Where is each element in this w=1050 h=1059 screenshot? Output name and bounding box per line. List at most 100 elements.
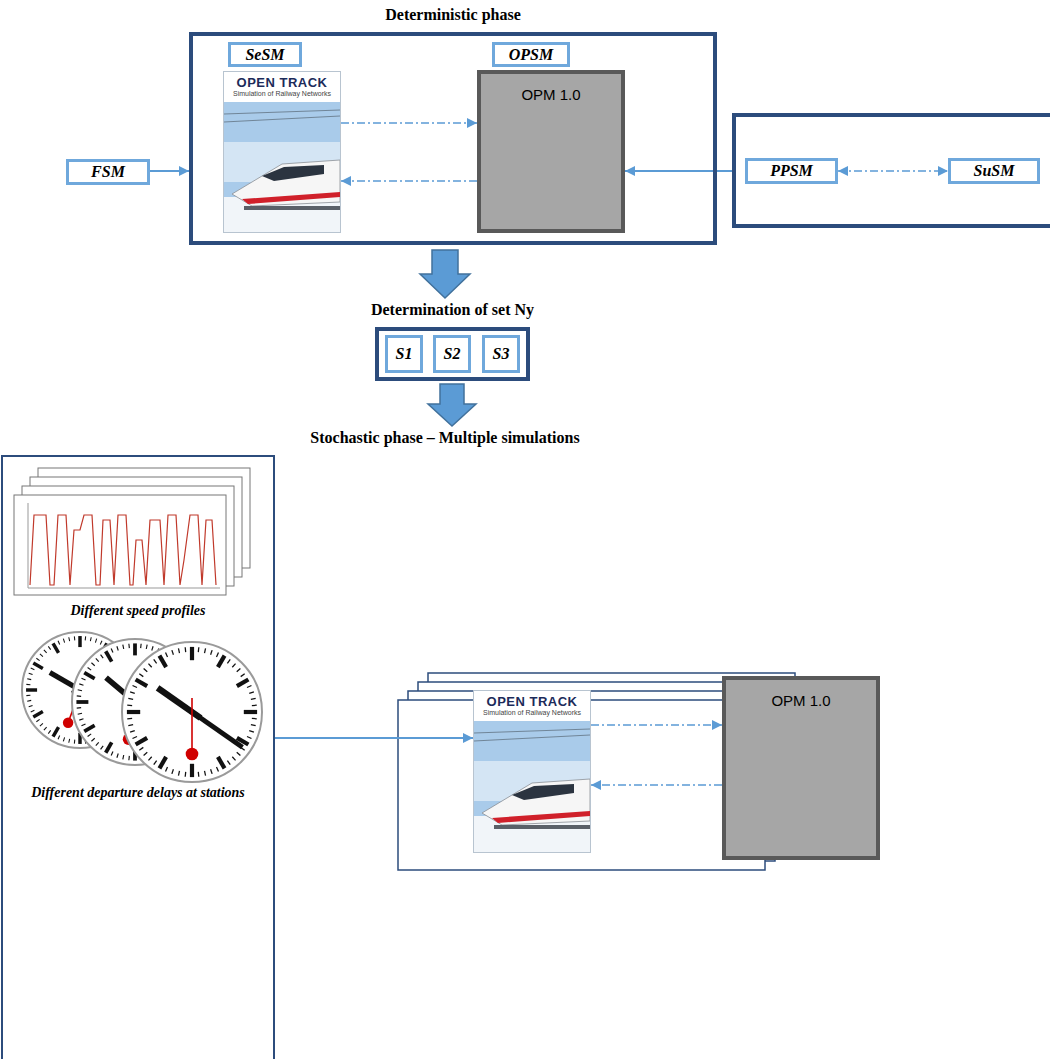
clock-tick [44,650,47,653]
box-label: S3 [493,345,510,363]
clock-tick [48,646,50,649]
clock-tick [63,737,64,741]
train-window [512,784,574,800]
clock-tick [117,754,118,758]
clock-tick [185,647,187,652]
train-bogie [244,206,340,210]
clock-tick [111,648,113,652]
clock-tick [190,764,194,777]
model-tag: FSM [66,159,150,185]
clock-tick [136,738,148,745]
clock-tick [78,636,81,647]
clock-tick [74,636,75,640]
clock-tick [247,736,251,738]
panel-caption: Different speed profiles [3,603,273,619]
clock-tick [146,645,148,649]
model-tag: OPSM [492,42,570,67]
clock-tick [237,679,249,686]
clock-tick [26,684,30,685]
opm-box: OPM 1.0 [722,676,880,860]
clock-tick [76,700,88,704]
clock-tick [33,663,43,669]
clock-tick [29,705,33,706]
set-member: S1 [385,335,423,373]
clock-tick [111,751,113,755]
clock-tick [88,734,92,737]
clock-tick [40,654,43,657]
dash-dot-arrow [341,180,477,182]
clock-tick [128,698,133,699]
logo-subtitle: Simulation of Railway Networks [224,90,340,98]
box-label: OPM 1.0 [481,86,621,103]
clock-tick [127,705,132,707]
section-heading: Determination of set Ny [371,301,534,319]
clock-tick [133,686,137,688]
clock-tick [78,713,82,715]
clock-tick [53,727,59,737]
set-member: S3 [482,335,520,373]
stack-frame [398,700,765,870]
clock-tick [178,648,179,653]
clock-tick [144,752,148,755]
dash-dot-arrow [591,724,722,726]
catenary [224,116,340,122]
train-body [232,160,340,206]
clock-tick [251,698,256,699]
dash-dot-arrow [838,170,948,172]
clock-tick [96,658,99,661]
clock-tick [106,651,112,661]
clock-tick [81,678,85,680]
clock-tick [136,679,148,686]
clock-tick [36,658,39,660]
clock-tick [31,710,35,712]
chart-axis [28,503,29,588]
clock-tick [198,647,200,652]
clock-face [122,642,262,782]
logo-title: OPEN TRACK [224,75,340,90]
model-tag: PPSM [745,158,838,184]
clock-tick [84,673,94,679]
sky [474,721,590,853]
chart-axis [28,588,220,589]
clock-tick [139,674,143,677]
box-label: PPSM [770,162,813,180]
clock-tick [122,755,124,759]
logo-title: OPEN TRACK [474,694,590,709]
station-clocks [22,632,262,782]
clock-tick [139,747,143,750]
clock-tick [27,678,31,680]
clock-tick [117,646,118,650]
clock-tick [247,686,251,688]
opentrack-logo: OPEN TRACKSimulation of Railway Networks [473,690,591,853]
train-stripe [242,192,340,204]
box-label: SuSM [974,162,1015,180]
flow-arrow [275,737,473,739]
clock-tick [251,725,256,726]
clock-tick [101,746,104,750]
sky [224,102,340,233]
clock-tick [166,767,168,771]
train-picture [224,102,340,233]
train-bogie [494,825,590,829]
clock-tick [96,742,99,745]
clock-tick [91,738,94,741]
clock-tick [128,725,133,726]
clock-tick [81,724,85,726]
catenary [474,729,590,733]
box-label: S1 [396,345,413,363]
clock-tick [178,771,179,776]
clock-tick [211,650,213,655]
train-stripe [492,811,590,823]
clock-tick [237,668,241,671]
clock-tick [58,736,60,740]
clock-tick [53,643,59,653]
model-tag: SeSM [228,42,302,67]
clock-tick [27,700,31,702]
catenary [224,110,340,114]
clock-tick [90,637,92,641]
clock-tick [84,725,94,731]
clock-tick [144,668,148,671]
clock-tick [198,772,200,777]
flow-arrow [150,170,189,172]
